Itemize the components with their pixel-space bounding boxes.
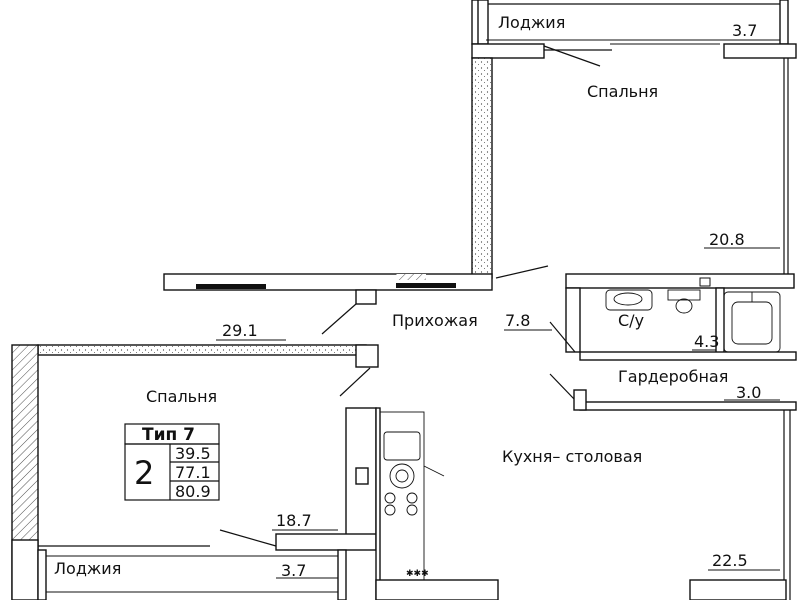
kitchen-area: 22.5 [712,551,748,570]
loggia-top [471,0,789,45]
loggia-top-right-wall [779,0,789,45]
wall-mid-right [565,273,795,289]
wall-wardrobe-bottom [579,401,797,411]
wardrobe-label: Гардеробная [618,367,728,386]
area-with-loggia: 80.9 [175,482,211,501]
wardrobe-area: 3.0 [736,383,761,402]
bedroom-left-top-wall [37,344,367,356]
wall-top-1 [471,43,545,59]
bedroom-left-area: 18.7 [276,511,312,530]
apartment-type-box: Тип 7 2 39.5 77.1 80.9 [124,423,220,501]
area-living: 39.5 [175,444,211,463]
loggia-top-label: Лоджия [498,13,565,32]
area-total: 77.1 [175,463,211,482]
type-title: Тип 7 [142,425,195,445]
wall-bath-bottom [579,351,797,361]
bedroom-left-bottom-wall [275,533,377,551]
svg-text:✱✱✱: ✱✱✱ [406,569,429,579]
loggia-top-area: 3.7 [732,21,757,40]
hall-area: 7.8 [505,311,530,330]
bathroom-area: 4.3 [694,332,719,351]
corridor-area: 29.1 [222,321,258,340]
loggia-bottom-label: Лоджия [54,559,121,578]
bedroom-top-label: Спальня [587,82,658,101]
loggia-bottom-area: 3.7 [281,561,306,580]
bedroom-left-label: Спальня [146,387,217,406]
kitchen-label: Кухня– столовая [502,447,642,466]
loggia-bottom [37,549,347,600]
bathroom-fixtures [565,287,781,355]
bedroom-top-left-wall [471,57,493,279]
rooms-count: 2 [134,454,154,492]
bedroom-top-area: 20.8 [709,230,745,249]
hall-label: Прихожая [392,311,478,330]
column [355,289,377,305]
wall-top-2 [723,43,797,59]
bathroom-label: С/у [618,311,644,330]
kitchen-counter: ✱✱✱ [379,411,445,581]
